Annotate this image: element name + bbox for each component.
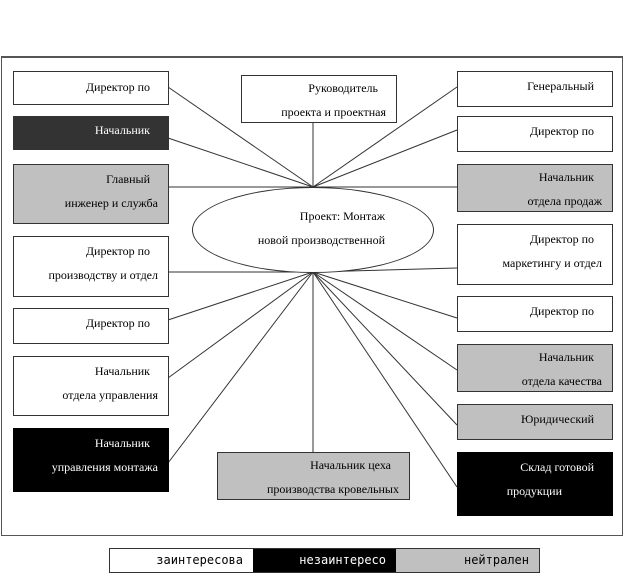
legend: заинтересова незаинтересо нейтрален: [109, 548, 540, 573]
stakeholder-label: производства кровельных: [266, 482, 399, 496]
stakeholder-label: Начальник: [538, 350, 594, 364]
stakeholder-label: маркетингу и отдел: [502, 256, 602, 270]
stakeholder-box[interactable]: Директор по маркетингу и отдел: [457, 224, 613, 285]
connector-line: [167, 271, 314, 321]
legend-item-neutral: нейтрален: [396, 549, 539, 572]
connector-line: [312, 86, 458, 188]
stakeholder-label: отдела продаж: [527, 194, 602, 208]
stakeholder-box[interactable]: Начальник управления монтажа: [13, 428, 169, 492]
stakeholder-label: производству и отдел: [48, 268, 158, 282]
diagram-frame: [1, 56, 623, 536]
connector-line: [312, 271, 458, 488]
stakeholder-label: Склад готовой: [520, 460, 594, 474]
connector-line: [167, 271, 314, 379]
project-ellipse: Проект: Монтаж новой производственной: [192, 187, 434, 273]
connector-line: [312, 271, 458, 371]
stakeholder-label: Директор по: [85, 244, 150, 258]
stakeholder-box[interactable]: Руководитель проекта и проектная: [241, 75, 397, 123]
stakeholder-label: Юридический: [521, 412, 594, 426]
stakeholder-label: проекта и проектная: [281, 105, 386, 119]
stakeholder-label: управления монтажа: [51, 460, 158, 474]
stakeholder-label: отдела управления: [62, 388, 158, 402]
stakeholder-label: Директор по: [85, 80, 150, 94]
stakeholder-box[interactable]: Директор по: [13, 71, 169, 105]
stakeholder-box[interactable]: Директор по: [457, 296, 613, 332]
stakeholder-box[interactable]: Начальник цеха производства кровельных: [217, 452, 410, 500]
stakeholder-label: продукции: [506, 484, 562, 498]
stakeholder-box[interactable]: Юридический: [457, 404, 613, 440]
stakeholder-box[interactable]: Главный инженер и служба: [13, 164, 169, 224]
stakeholder-label: Главный: [106, 172, 150, 186]
stakeholder-label: Начальник: [94, 123, 150, 137]
project-title-line1: Проект: Монтаж: [299, 209, 385, 223]
stakeholder-box[interactable]: Директор по производству и отдел: [13, 236, 169, 297]
legend-item-uninterested: незаинтересо: [253, 549, 396, 572]
stakeholder-label: Начальник цеха: [310, 458, 391, 472]
stakeholder-box[interactable]: Начальник: [13, 116, 169, 150]
connector-line: [167, 271, 314, 464]
stakeholder-label: Директор по: [529, 232, 594, 246]
connector-line: [312, 271, 458, 426]
stakeholder-label: Генеральный: [527, 79, 594, 93]
stakeholder-label: Директор по: [85, 316, 150, 330]
legend-item-interested: заинтересова: [110, 549, 253, 572]
stakeholder-label: отдела качества: [521, 374, 602, 388]
stakeholder-label: Начальник: [94, 436, 150, 450]
stakeholder-label: Директор по: [529, 304, 594, 318]
stakeholder-box[interactable]: Начальник отдела качества: [457, 344, 613, 392]
stakeholder-box[interactable]: Начальник отдела продаж: [457, 164, 613, 212]
connector-line: [312, 271, 458, 319]
connector-line: [167, 137, 314, 188]
stakeholder-box[interactable]: Склад готовой продукции: [457, 452, 613, 516]
connector-line: [312, 129, 458, 188]
stakeholder-label: Директор по: [529, 124, 594, 138]
connector-line: [167, 86, 314, 188]
stakeholder-label: Начальник: [94, 364, 150, 378]
stakeholder-box[interactable]: Генеральный: [457, 71, 613, 107]
stakeholder-box[interactable]: Начальник отдела управления: [13, 356, 169, 416]
stakeholder-label: Начальник: [538, 170, 594, 184]
stakeholder-box[interactable]: Директор по: [13, 308, 169, 344]
project-title-line2: новой производственной: [257, 233, 385, 247]
stakeholder-label: Руководитель: [308, 81, 378, 95]
stakeholder-label: инженер и служба: [64, 196, 158, 210]
stakeholder-box[interactable]: Директор по: [457, 116, 613, 152]
